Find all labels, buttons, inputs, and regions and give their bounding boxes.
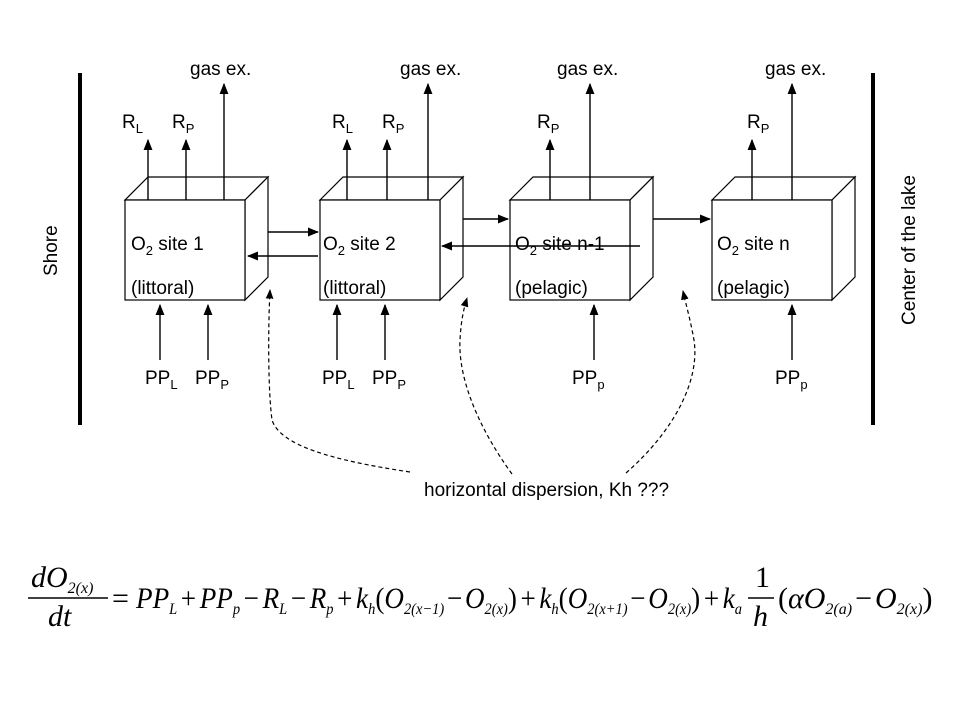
site-n-minus-1-gas-label: gas ex. [557, 59, 618, 80]
shore-label: Shore [41, 225, 62, 276]
site-2-ppp-label: PPP [372, 368, 406, 392]
site-2-zone: (littoral) [323, 278, 386, 299]
center-of-lake-label: Center of the lake [899, 175, 920, 325]
equation-fraction-numerator: 1 [755, 561, 770, 594]
site-n-name: O2 site n [717, 234, 790, 258]
site-2-box: O2 site 2 (littoral) [318, 175, 465, 302]
site-n-zone: (pelagic) [717, 278, 790, 299]
site-n-minus-1-zone: (pelagic) [515, 278, 588, 299]
site-2-rl-label: RL [332, 112, 353, 136]
site-n-box: O2 site n (pelagic) [710, 175, 857, 302]
site-1-box: O2 site 1 (littoral) [123, 175, 270, 302]
site-n-minus-1-rp-label: RP [537, 112, 559, 136]
site-n-ppp-label: PPp [775, 368, 808, 392]
site-1-ppl-label: PPL [145, 368, 178, 392]
site-1-rp-label: RP [172, 112, 194, 136]
dispersion-label: horizontal dispersion, Kh ??? [424, 480, 669, 501]
dispersion-curve-3 [625, 290, 696, 474]
site-n-rp-label: RP [747, 112, 769, 136]
equation-lhs-numerator: dO2(x) [31, 561, 93, 597]
site-n-minus-1-box: (pelagic) [508, 175, 655, 302]
equation-last-term: (αO2(a)−O2(x)) [778, 582, 932, 618]
site-n-gas-label: gas ex. [765, 59, 826, 80]
site-2-rp-label: RP [382, 112, 404, 136]
site-n-minus-1-name: O2 site n-1 [515, 234, 605, 258]
site-1-ppp-label: PPP [195, 368, 229, 392]
site-1-name: O2 site 1 [131, 234, 204, 258]
site-1-zone: (littoral) [131, 278, 194, 299]
site-2-ppl-label: PPL [322, 368, 355, 392]
site-n-minus-1-ppp-label: PPp [572, 368, 605, 392]
oxygen-balance-equation: dO2(x) dt = PPL+PPp−RL−Rp+kh(O2(x−1)−O2(… [28, 561, 932, 633]
equation-equals: = [112, 582, 129, 615]
site-1-rl-label: RL [122, 112, 143, 136]
dispersion-curve-2 [459, 297, 513, 475]
site-1-gas-label: gas ex. [190, 59, 251, 80]
site-2-name: O2 site 2 [323, 234, 396, 258]
dispersion-curve-1 [265, 289, 411, 473]
equation-fraction-denominator: h [753, 600, 768, 633]
site-2-gas-label: gas ex. [400, 59, 461, 80]
equation-rhs-terms: PPL+PPp−RL−Rp+kh(O2(x−1)−O2(x))+kh(O2(x+… [135, 582, 742, 618]
equation-lhs-denominator: dt [48, 600, 72, 633]
